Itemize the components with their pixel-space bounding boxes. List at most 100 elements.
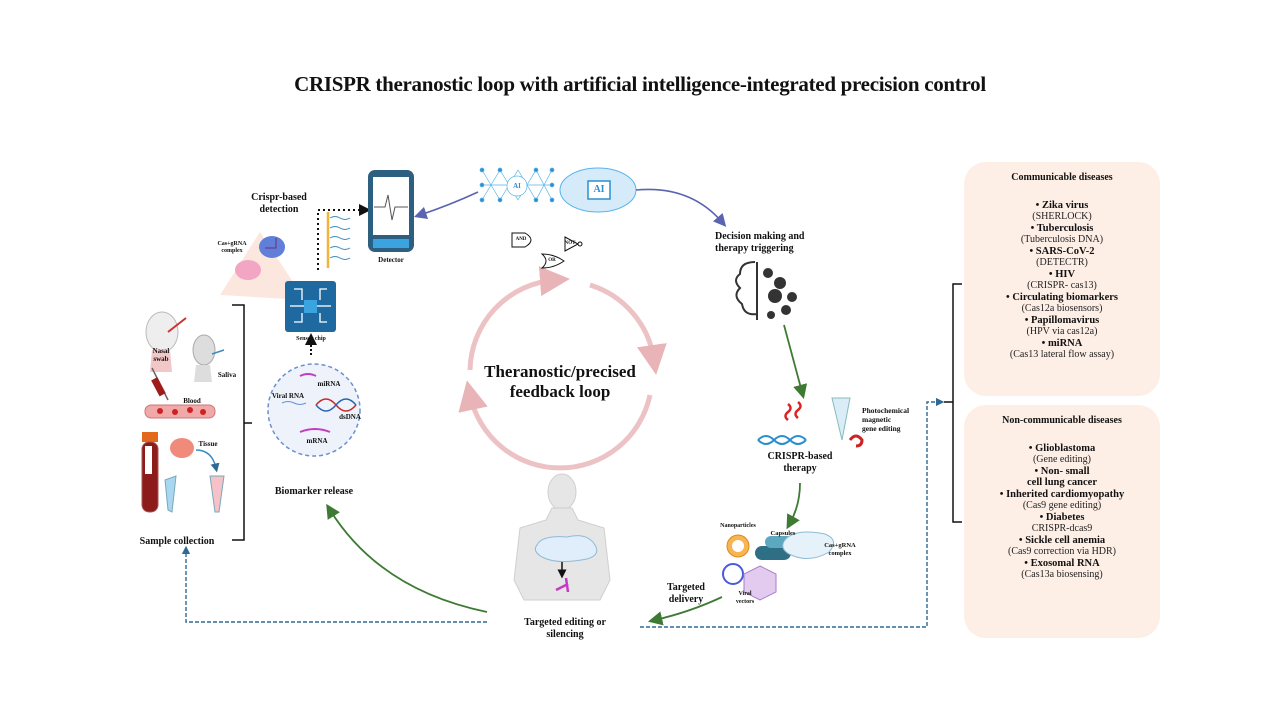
disease-name: Zika virus — [964, 200, 1160, 212]
decision-line2: therapy triggering — [715, 243, 794, 254]
crispr-detection-label: Crispr-based detection — [244, 192, 314, 216]
mirna-label: miRNA — [317, 380, 341, 388]
disease-method: (Cas12a biosensors) — [1021, 303, 1103, 314]
ai-to-detector-arrow — [413, 191, 479, 220]
disease-method: (Cas9 gene editing) — [1022, 500, 1102, 511]
disease-method: (SHERLOCK) — [1032, 211, 1092, 222]
noncommunicable-diseases-panel: Non-communicable diseases Glioblastoma(G… — [964, 405, 1160, 638]
disease-name-cont: cell lung cancer — [1027, 477, 1097, 488]
sensor-chip-label: Sensor chip — [296, 336, 326, 342]
cas-gRNA-complex-label: Cas+gRNA complex — [214, 241, 250, 255]
disease-method: (DETECTR) — [1036, 257, 1088, 268]
disease-method: (Cas13 lateral flow assay) — [1009, 349, 1115, 360]
logic-gates-icon — [511, 232, 583, 269]
figure-title: CRISPR theranostic loop with artificial … — [294, 72, 986, 96]
cas-complex-line2: complex — [221, 248, 243, 254]
targeted-line1: Targeted — [667, 582, 705, 593]
photochemical-label: Photochemical magnetic gene editing — [862, 406, 922, 433]
crispr-therapy-label: CRISPR-based therapy — [760, 451, 840, 475]
cas-complex-delivery — [782, 531, 835, 559]
tissue-label: Tissue — [198, 440, 218, 448]
or-gate-label: OR — [548, 258, 556, 263]
therapy-line1: CRISPR-based — [767, 451, 833, 462]
ai-badge-brain: AI — [593, 184, 605, 195]
and-gate-label: AND — [515, 237, 527, 242]
photo-line1: Photochemical — [862, 406, 910, 415]
targeted-delivery-label: Targeted delivery — [656, 582, 716, 606]
feedback-loop-line1: Theranostic/precised — [484, 362, 636, 381]
detection-cone — [220, 232, 305, 300]
disease-name: Papillomavirus — [964, 315, 1160, 327]
communicable-list: Zika virus(SHERLOCK)Tuberculosis(Tubercu… — [964, 200, 1160, 361]
cas-complex-icon — [235, 236, 285, 280]
disease-method: (Cas9 correction via HDR) — [1007, 546, 1117, 557]
biomarker-release-label: Biomarker release — [274, 486, 354, 497]
disease-method: CRISPR-dcas9 — [1031, 523, 1093, 534]
ai-to-decision-arrow — [635, 188, 727, 227]
saliva-illustration — [192, 334, 225, 382]
viral-vector-icon — [722, 563, 777, 601]
disease-name: Sickle cell anemia — [964, 535, 1160, 547]
sample-bracket — [232, 304, 252, 541]
mrna-label: mRNA — [306, 437, 328, 445]
biomarker-circle — [267, 363, 361, 457]
detector-phone-icon — [368, 170, 414, 252]
detection-dotted-connector — [317, 204, 371, 270]
editing-to-biomarker-arrow — [326, 503, 488, 613]
therapy-line2: therapy — [783, 463, 817, 474]
disease-method: (CRISPR- cas13) — [1027, 280, 1097, 291]
crispr-detection-line2: detection — [259, 204, 299, 215]
feedback-dashed-left — [181, 545, 487, 623]
communicable-heading: Communicable diseases — [1011, 172, 1113, 183]
noncommunicable-list: Glioblastoma(Gene editing)Non- smallcell… — [964, 443, 1160, 581]
sample-collection-label: Sample collection — [139, 536, 215, 547]
blood-label: Blood — [183, 397, 201, 405]
viral-rna-label: Viral RNA — [271, 392, 305, 400]
disease-method: (Tuberculosis DNA) — [1020, 234, 1104, 245]
disease-method: (Cas13a biosensing) — [1021, 569, 1103, 580]
nanoparticles-label: Nanoparticles — [720, 523, 756, 529]
disease-method: (HPV via cas12a) — [1026, 326, 1098, 337]
disease-name: Exosomal RNA — [964, 558, 1160, 570]
delivery-complex-label: Cas+gRNA complex — [820, 542, 860, 558]
delivery-complex-line2: complex — [828, 550, 852, 557]
crispr-therapy-icon — [757, 397, 864, 448]
disease-name: SARS-CoV-2 — [964, 246, 1160, 258]
tissue-illustration — [164, 438, 225, 513]
viral-line1: Viral — [738, 591, 752, 597]
delivery-complex-line1: Cas+gRNA — [824, 542, 856, 549]
editing-line1: Targeted editing or — [524, 617, 606, 628]
feedback-dashed-right — [640, 397, 945, 628]
disease-name: Glioblastoma — [964, 443, 1160, 455]
disease-name: HIV — [964, 269, 1160, 281]
therapy-to-delivery-arrow — [786, 482, 801, 530]
targeted-line2: delivery — [668, 594, 704, 605]
decision-label: Decision making and therapy triggering — [715, 231, 835, 255]
nanoparticle-icon — [726, 534, 750, 558]
viral-line2: vectors — [735, 599, 755, 605]
dsdna-label: dsDNA — [339, 413, 361, 421]
disease-name: Tuberculosis — [964, 223, 1160, 235]
disease-name: Circulating biomarkers — [964, 292, 1160, 304]
editing-line2: silencing — [546, 629, 584, 640]
neural-network-icon — [479, 167, 555, 203]
feedback-loop-line2: feedback loop — [509, 382, 611, 401]
photo-line3: gene editing — [862, 424, 901, 433]
feedback-loop-circle — [458, 266, 667, 471]
decision-line1: Decision making and — [715, 231, 805, 242]
disease-bracket — [944, 283, 962, 523]
detector-label: Detector — [378, 256, 404, 264]
blood-tube-illustration — [141, 432, 159, 513]
capsules-label: Capsules — [770, 530, 796, 537]
viral-vectors-label: Viral vectors — [730, 590, 760, 606]
nasal-swab-label: Nasal swab — [152, 347, 170, 363]
cas-complex-line1: Cas+gRNA — [217, 241, 247, 247]
ai-brain-icon — [559, 167, 637, 213]
dna-helix-icon — [315, 398, 357, 412]
crispr-detection-line1: Crispr-based — [251, 192, 307, 203]
disease-name: Non- small — [964, 466, 1160, 478]
delivery-to-editing-arrow — [647, 596, 723, 626]
gears-icon — [763, 268, 797, 319]
not-gate-label: NOT — [564, 241, 576, 246]
